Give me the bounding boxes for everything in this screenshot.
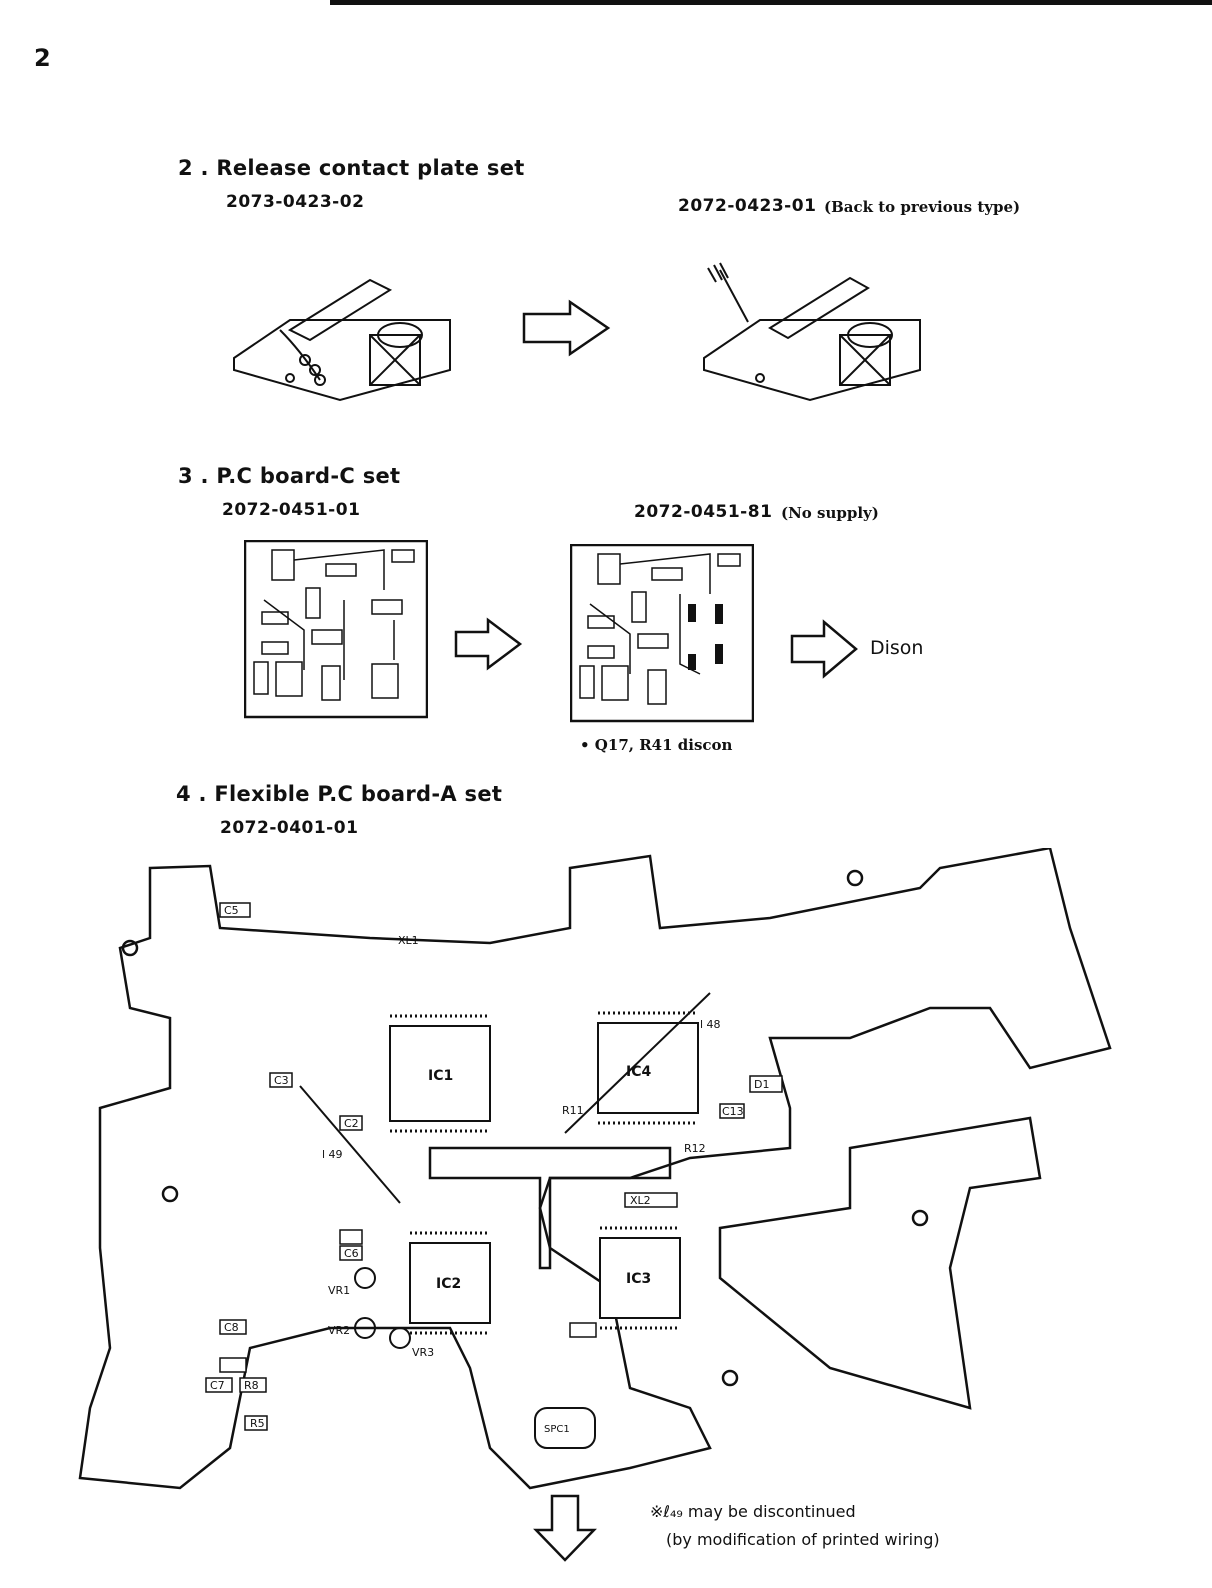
release-plate-after-drawing — [703, 262, 921, 402]
svg-text:R11: R11 — [562, 1104, 584, 1117]
pc-board-c-before-drawing — [244, 540, 428, 719]
svg-text:IC3: IC3 — [626, 1271, 651, 1287]
section-4-title: 4 . Flexible P.C board-A set — [176, 782, 503, 806]
section-3-title: 3 . P.C board-C set — [178, 464, 401, 488]
svg-text:R12: R12 — [684, 1142, 706, 1155]
section-2-title: 2 . Release contact plate set — [178, 156, 525, 180]
svg-text:C3: C3 — [274, 1074, 289, 1087]
arrow-right-icon — [522, 299, 611, 357]
svg-text:l 48: l 48 — [700, 1018, 721, 1031]
svg-text:XL1: XL1 — [398, 934, 419, 947]
top-rule — [330, 0, 1212, 5]
section-3-after-part: 2072-0451-81 — [634, 502, 773, 522]
svg-text:C6: C6 — [344, 1247, 359, 1260]
svg-text:l 49: l 49 — [322, 1148, 343, 1161]
section-2-after-note: (Back to previous type) — [824, 198, 1021, 216]
section-4-footnote-line-2: (by modification of printed wiring) — [666, 1530, 940, 1549]
svg-text:VR3: VR3 — [412, 1346, 434, 1359]
page-number: 2 — [34, 44, 51, 72]
svg-text:R8: R8 — [244, 1379, 259, 1392]
svg-text:C13: C13 — [722, 1105, 744, 1118]
svg-text:VR1: VR1 — [328, 1284, 350, 1297]
section-3-before-part: 2072-0451-01 — [222, 500, 361, 520]
pc-board-c-after-drawing — [570, 544, 754, 723]
release-plate-before-drawing — [233, 278, 451, 402]
section-3-after-note: (No supply) — [781, 504, 879, 522]
dison-label: Dison — [870, 637, 924, 659]
svg-text:C7: C7 — [210, 1379, 225, 1392]
section-2-after-part: 2072-0423-01 — [678, 196, 817, 216]
svg-text:IC1: IC1 — [428, 1068, 453, 1084]
svg-text:IC4: IC4 — [626, 1064, 651, 1080]
svg-text:C8: C8 — [224, 1321, 239, 1334]
arrow-right-icon — [454, 617, 523, 671]
section-3-footnote: • Q17, R41 discon — [580, 736, 733, 754]
svg-text:D1: D1 — [754, 1078, 769, 1091]
svg-text:IC2: IC2 — [436, 1276, 461, 1292]
svg-text:C5: C5 — [224, 904, 239, 917]
svg-text:C2: C2 — [344, 1117, 359, 1130]
section-4-footnote-line-1: ※ℓ₄₉ may be discontinued — [650, 1502, 856, 1521]
arrow-right-icon — [790, 619, 858, 679]
section-4-part: 2072-0401-01 — [220, 818, 359, 838]
svg-text:XL2: XL2 — [630, 1194, 651, 1207]
arrow-down-icon — [533, 1494, 597, 1562]
section-2-before-part: 2073-0423-02 — [226, 192, 365, 212]
svg-text:R5: R5 — [250, 1417, 265, 1430]
svg-text:SPC1: SPC1 — [544, 1424, 570, 1435]
svg-text:VR2: VR2 — [328, 1324, 350, 1337]
